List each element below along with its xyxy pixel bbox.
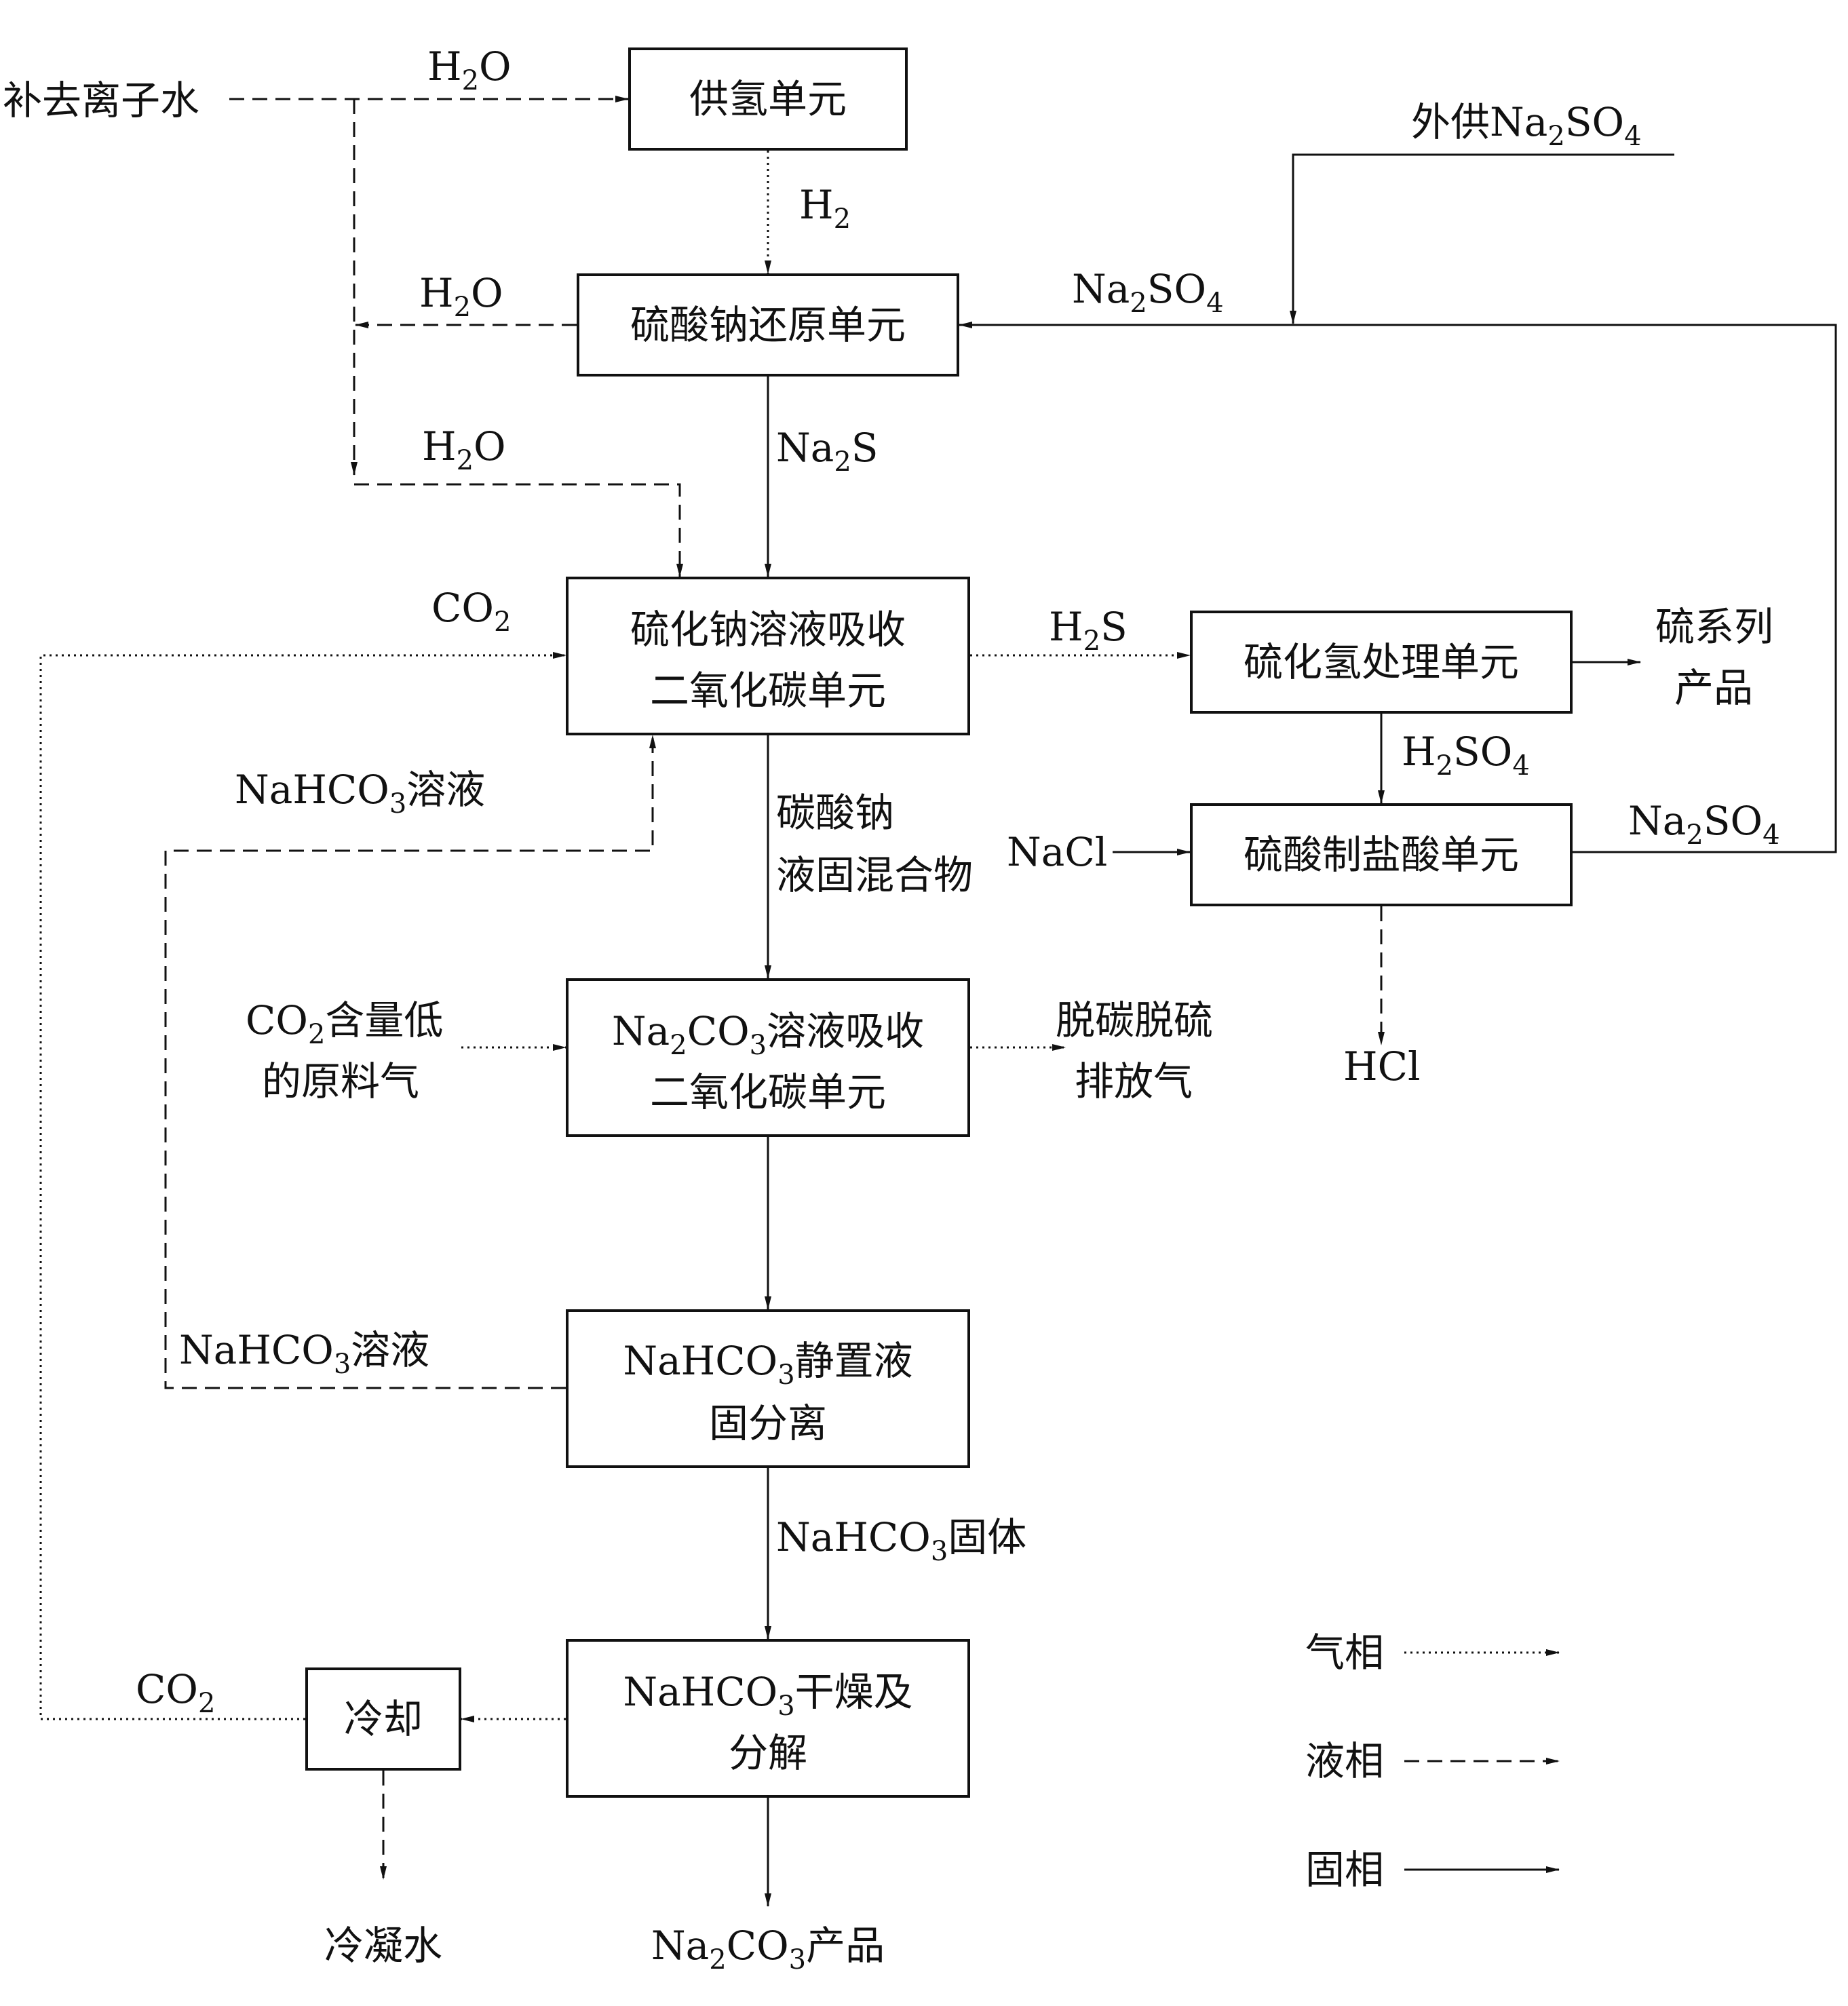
- label-nahco3-solution-top: NaHCO3溶液: [235, 767, 485, 819]
- box-label-line1: NaHCO3静置液: [623, 1338, 912, 1391]
- label-nahco3-solution-bottom: NaHCO3溶液: [179, 1327, 429, 1380]
- label-hcl: HCl: [1343, 1043, 1421, 1089]
- legend-solid-label: 固相: [1305, 1847, 1384, 1893]
- label-h2so4: H2SO4: [1402, 729, 1530, 782]
- box-hydrogen-supply: 供氢单元: [628, 47, 908, 151]
- flow-na2so4-recycle: [959, 322, 1837, 853]
- flow-external-na2so4: [1290, 153, 1674, 324]
- box-sulfide-absorption: 硫化钠溶液吸收 二氧化碳单元: [566, 577, 970, 735]
- label-h2: H2: [799, 182, 851, 235]
- label-na2so4-return: Na2SO4: [1072, 266, 1224, 319]
- label-nacl: NaCl: [1007, 829, 1107, 875]
- legend: 气相 液相 固相: [1305, 1629, 1560, 1893]
- box-cooling: 冷却: [305, 1667, 461, 1771]
- box-label-line2: 二氧化碳单元: [650, 668, 886, 714]
- label-co2-top: CO2: [431, 585, 511, 638]
- label-na2so4-out: Na2SO4: [1628, 798, 1780, 851]
- flow-co2-recycle: [39, 652, 566, 1720]
- label-sulfur-products-l2: 产品: [1674, 665, 1753, 711]
- label-nahco3-solid: NaHCO3固体: [776, 1514, 1026, 1567]
- label-exhaust-l2: 排放气: [1075, 1058, 1193, 1104]
- label-h2s: H2S: [1049, 604, 1128, 657]
- label-co2-bottom: CO2: [136, 1666, 215, 1719]
- label-product: Na2CO3产品: [651, 1923, 885, 1975]
- box-label-line1: Na2CO3溶液吸收: [612, 1008, 924, 1061]
- label-h2o-low: H2O: [422, 423, 506, 476]
- box-label: 硫化氢处理单元: [1244, 639, 1519, 685]
- box-label: 硫酸钠还原单元: [630, 302, 906, 348]
- box-label: 硫酸制盐酸单元: [1244, 832, 1519, 878]
- legend-liquid-label: 液相: [1305, 1738, 1384, 1784]
- label-exhaust-l1: 脱碳脱硫: [1056, 997, 1213, 1043]
- label-h2o-top: H2O: [427, 43, 512, 96]
- label-external-na2so4: 外供Na2SO4: [1411, 99, 1642, 152]
- box-label-line1: NaHCO3干燥及: [623, 1669, 912, 1722]
- flow-nahco3-solution-recycle: [164, 735, 656, 1389]
- box-label-line2: 分解: [729, 1730, 807, 1776]
- box-h2s-treatment: 硫化氢处理单元: [1190, 611, 1573, 714]
- label-carbonate-mixture-l2: 液固混合物: [776, 852, 973, 898]
- label-low-co2-gas-l2: 的原料气: [262, 1058, 419, 1104]
- label-makeup-water: 补去离子水: [3, 77, 199, 123]
- box-label-line2: 固分离: [709, 1400, 827, 1446]
- box-label: 供氢单元: [689, 76, 847, 122]
- legend-gas-label: 气相: [1305, 1629, 1384, 1676]
- box-sulfate-reduction: 硫酸钠还原单元: [577, 273, 959, 377]
- label-na2s: Na2S: [776, 425, 879, 478]
- label-h2o-mid: H2O: [419, 270, 503, 323]
- box-label-line2: 二氧化碳单元: [650, 1069, 886, 1115]
- label-sulfur-products-l1: 硫系列: [1655, 604, 1773, 650]
- box-hcl-production: 硫酸制盐酸单元: [1190, 803, 1573, 906]
- box-carbonate-absorption: Na2CO3溶液吸收 二氧化碳单元: [566, 978, 970, 1137]
- label-low-co2-gas-l1: CO2含量低: [246, 997, 443, 1050]
- flow-water-to-absorption: [354, 483, 683, 577]
- label-carbonate-mixture-l1: 碳酸钠: [776, 790, 894, 836]
- label-condensate: 冷凝水: [324, 1923, 442, 1969]
- box-label: 冷却: [344, 1696, 423, 1742]
- box-drying-decomposition: NaHCO3干燥及 分解: [566, 1639, 970, 1798]
- box-bicarbonate-separation: NaHCO3静置液 固分离: [566, 1309, 970, 1468]
- box-label-line1: 硫化钠溶液吸收: [630, 606, 906, 653]
